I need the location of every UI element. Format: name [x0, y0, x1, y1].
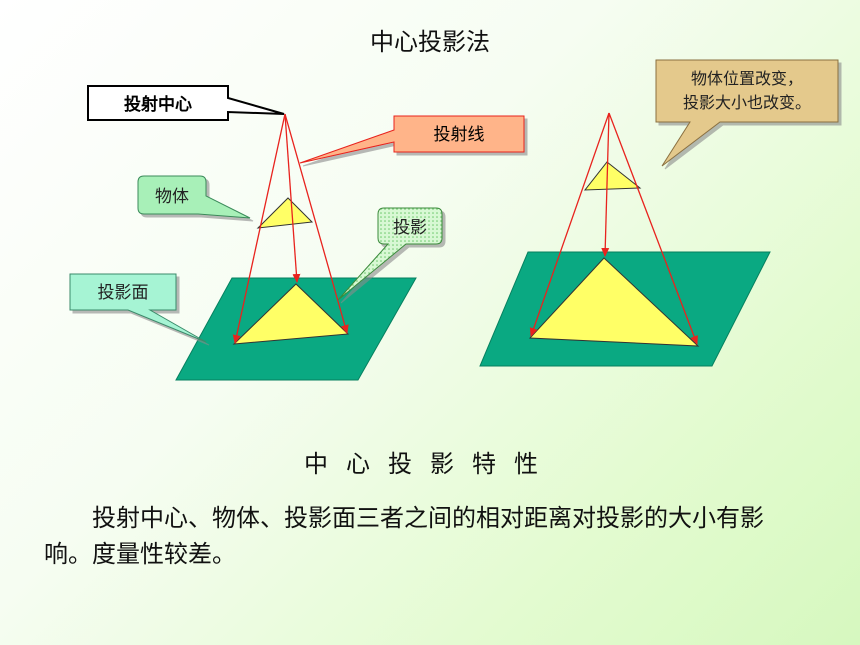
object-label: 物体	[155, 187, 189, 207]
callout-note: 物体位置改变， 投影大小也改变。	[655, 59, 839, 167]
section-subtitle: 中心投影特性	[304, 450, 556, 478]
right-projection-triangle	[528, 257, 700, 347]
projection-plane-label: 投影面	[98, 283, 149, 303]
left-projection-triangle	[232, 283, 350, 345]
note-line-2: 投影大小也改变。	[683, 93, 811, 112]
callout-projection-center: 投射中心	[87, 85, 285, 121]
callout-projection-plane: 投影面	[69, 273, 207, 343]
right-object-triangle	[583, 161, 642, 191]
projection-label: 投影	[393, 218, 427, 238]
description-paragraph: 投射中心、物体、投影面三者之间的相对距离对投影的大小有影响。度量性较差。	[44, 504, 764, 568]
callout-projection-line: 投射线	[299, 115, 525, 164]
page-title: 中心投影法	[370, 28, 490, 56]
projection-center-label: 投射中心	[124, 94, 192, 115]
right-projection-rays	[529, 112, 698, 345]
left-object-triangle	[256, 197, 314, 229]
left-diagram	[175, 113, 417, 381]
callout-projection: 投影	[337, 207, 443, 301]
projection-line-label: 投射线	[434, 125, 485, 145]
left-projection-rays	[232, 113, 349, 344]
note-line-1: 物体位置改变，	[691, 69, 803, 88]
callout-object: 物体	[137, 175, 251, 219]
right-diagram	[479, 112, 771, 367]
